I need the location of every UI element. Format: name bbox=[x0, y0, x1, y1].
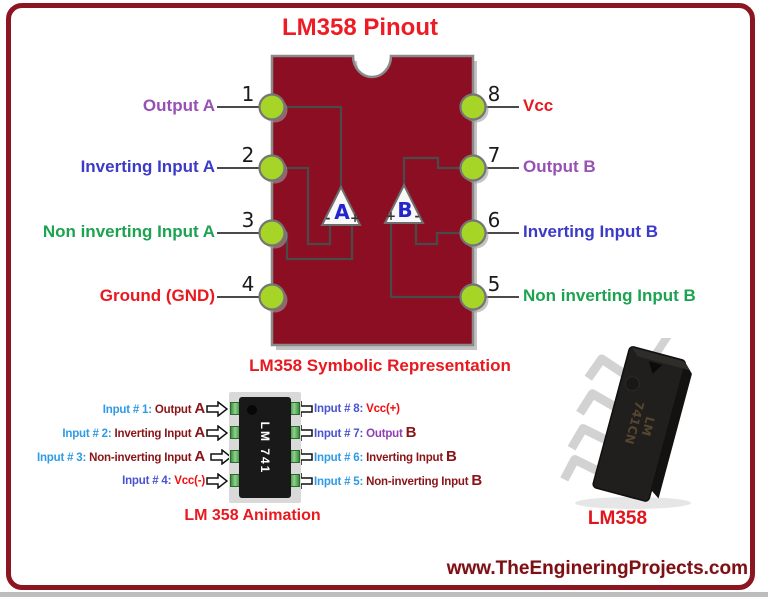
arrow-right-icon bbox=[206, 401, 228, 417]
symbolic-representation-caption: LM358 Symbolic Representation bbox=[249, 356, 511, 375]
chip-photo-notch-mark bbox=[648, 361, 663, 374]
arrow-right-icon bbox=[206, 425, 228, 441]
pin-8-number: 8 bbox=[488, 82, 501, 106]
pin-2-label: Inverting Input A bbox=[80, 157, 215, 176]
opamp-a-letter: A bbox=[334, 200, 350, 224]
anim-row-value: Non-inverting Input bbox=[366, 476, 469, 488]
anim-row-value: Output bbox=[366, 428, 403, 440]
animation-chip-body: LM 741 bbox=[239, 397, 291, 498]
anim-row-letter: B bbox=[445, 448, 457, 465]
opamp-a-minus-sign: - bbox=[326, 211, 331, 225]
pin-6-circle bbox=[459, 219, 487, 247]
anim-row-letter: B bbox=[405, 424, 417, 441]
pin-5-label: Non inverting Input B bbox=[523, 286, 696, 305]
pin-6-label: Inverting Input B bbox=[523, 222, 659, 241]
anim-row-input-7: Input # 7: Output B bbox=[314, 425, 416, 442]
anim-row-value: Inverting Input bbox=[114, 428, 192, 440]
pin-5-number: 5 bbox=[488, 272, 501, 296]
anim-row-input-6: Input # 6: Inverting Input B bbox=[314, 449, 457, 466]
anim-row-prefix: Input # 5: bbox=[314, 476, 364, 488]
wire-pin7-to-opamp-b bbox=[402, 156, 462, 185]
pin-2-number: 2 bbox=[242, 143, 255, 167]
pin-4-circle bbox=[258, 283, 286, 311]
anim-row-input-1: Input # 1: Output A bbox=[103, 401, 205, 418]
anim-row-prefix: Input # 8: bbox=[314, 403, 364, 415]
pin-4-number: 4 bbox=[242, 272, 255, 296]
chip-photo-pins bbox=[560, 338, 672, 482]
anim-row-letter: A bbox=[194, 424, 205, 441]
opamp-b-minus-sign: - bbox=[415, 209, 420, 223]
wire-pin2-to-opamp-a bbox=[272, 166, 332, 246]
anim-row-value: Vcc(+) bbox=[366, 403, 400, 415]
anim-row-value: Vcc(-) bbox=[174, 475, 205, 487]
photo-caption: LM358 bbox=[587, 508, 648, 529]
pin-5-circle bbox=[459, 283, 487, 311]
page-title: LM358 Pinout bbox=[281, 14, 438, 41]
chip-photo-top-face bbox=[631, 347, 690, 371]
opamp-b-triangle bbox=[383, 182, 425, 224]
anim-row-prefix: Input # 2: bbox=[62, 428, 112, 440]
arrow-right-icon bbox=[210, 449, 232, 465]
pin-2-circle bbox=[258, 154, 286, 182]
pin-3-circle bbox=[258, 219, 286, 247]
pin-7-label: Output B bbox=[523, 157, 596, 176]
animation-caption: LM 358 Animation bbox=[184, 507, 321, 524]
pin-circles bbox=[258, 93, 487, 311]
pin-1-number: 1 bbox=[242, 82, 255, 106]
anim-row-letter: B bbox=[471, 472, 483, 489]
wire-pin5-to-opamp-b bbox=[389, 223, 462, 299]
pin-8-circle bbox=[459, 93, 487, 121]
anim-row-input-8: Input # 8: Vcc(+) bbox=[314, 401, 400, 417]
animation-chip-label: LM 741 bbox=[258, 421, 272, 474]
pin-numbers: 1 2 3 4 8 7 6 5 bbox=[242, 82, 501, 296]
wire-pin1-to-opamp-a bbox=[272, 105, 343, 187]
pin-7-number: 7 bbox=[488, 143, 501, 167]
pin-4-label: Ground (GND) bbox=[99, 286, 215, 305]
lm358-chip-photo: LM 741CN bbox=[560, 338, 692, 509]
anim-row-input-5: Input # 5: Non-inverting Input B bbox=[314, 473, 482, 490]
anim-row-value: Inverting Input bbox=[366, 452, 443, 464]
poster-border-frame bbox=[6, 3, 755, 590]
chip-photo-side-face bbox=[651, 362, 692, 499]
svg-text:LM: LM bbox=[639, 415, 658, 438]
anim-row-prefix: Input # 7: bbox=[314, 428, 364, 440]
wire-pin6-to-opamp-b bbox=[414, 223, 462, 246]
chip-pin1-dot bbox=[247, 405, 257, 415]
anim-row-input-4: Input # 4: Vcc(-) bbox=[122, 473, 205, 489]
anim-row-letter: A bbox=[194, 448, 205, 465]
pin-3-number: 3 bbox=[242, 208, 255, 232]
pin-6-number: 6 bbox=[488, 208, 501, 232]
pin-3-label: Non inverting Input A bbox=[42, 222, 215, 241]
anim-row-input-3: Input # 3: Non-inverting Input A bbox=[37, 449, 205, 466]
anim-row-value: Non-inverting Input bbox=[89, 452, 192, 464]
anim-row-prefix: Input # 1: bbox=[102, 404, 152, 416]
window-bottom-edge bbox=[0, 592, 768, 597]
opamp-a-triangle bbox=[320, 184, 362, 226]
anim-row-prefix: Input # 3: bbox=[36, 452, 87, 464]
anim-row-letter: A bbox=[194, 400, 205, 417]
pin-1-circle bbox=[258, 93, 286, 121]
anim-row-value: Output bbox=[154, 404, 192, 416]
opamp-b-letter: B bbox=[397, 198, 412, 222]
pin-8-label: Vcc bbox=[523, 96, 554, 115]
opamp-a-plus-sign: + bbox=[350, 211, 360, 225]
photo-shadow bbox=[575, 497, 691, 509]
pin-1-label: Output A bbox=[142, 96, 215, 115]
arrow-right-icon bbox=[206, 473, 228, 489]
website-url: www.TheEngineringProjects.com bbox=[446, 558, 748, 579]
anim-row-prefix: Input # 4: bbox=[122, 475, 172, 487]
pin-7-circle bbox=[459, 154, 487, 182]
chip-photo-dimple bbox=[624, 376, 640, 392]
animation-chip-panel: LM 741 bbox=[229, 392, 301, 503]
label-lead-lines bbox=[217, 106, 519, 298]
opamp-b-plus-sign: + bbox=[386, 209, 396, 223]
anim-row-prefix: Input # 6: bbox=[314, 452, 364, 464]
chip-body bbox=[270, 54, 475, 347]
anim-row-input-2: Input # 2: Inverting Input A bbox=[62, 425, 205, 442]
